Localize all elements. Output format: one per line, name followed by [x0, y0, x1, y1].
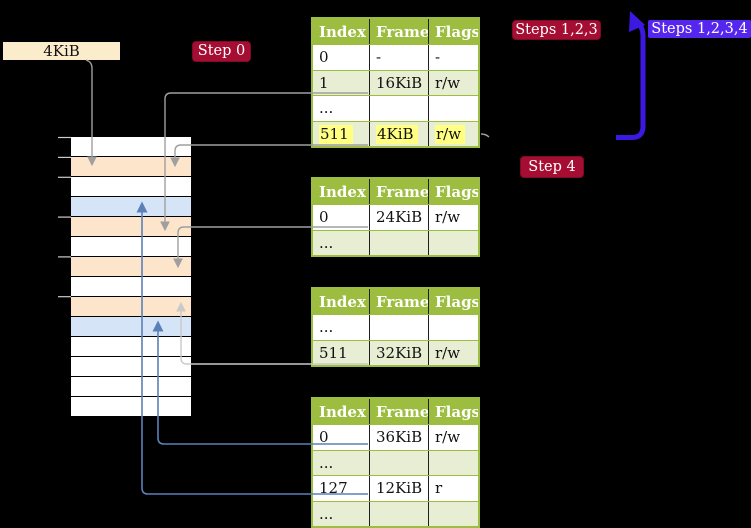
memory-frame-peach [71, 216, 191, 236]
badge-steps-1234-label: Steps 1,2,3,4 [651, 20, 748, 37]
highlighted-value: r/w [435, 124, 466, 144]
cell-index: 0 [313, 45, 370, 70]
cell-frame: 16KiB [370, 70, 429, 95]
cell-frame [370, 501, 429, 526]
cell-flags: r/w [435, 343, 461, 362]
cell-frame: 4KiB [370, 121, 429, 146]
header-index: Index [313, 179, 370, 204]
badge-steps-1234: Steps 1,2,3,4 [648, 20, 751, 38]
memory-frame-blue [71, 196, 191, 216]
cell-index: 1 [313, 70, 370, 95]
header-frame: Frame [370, 399, 429, 424]
cell-index: 511 [313, 340, 370, 365]
memory-frame-peach [71, 156, 191, 176]
cell-index: ... [313, 315, 370, 340]
cell-flags: r/w [435, 428, 461, 446]
memory-frame-white [71, 396, 191, 416]
cell-index: ... [313, 96, 370, 121]
cell-flags [429, 451, 478, 476]
badge-step-4: Step 4 [520, 156, 584, 178]
cell-flags [429, 231, 478, 256]
table-row: 0-- [313, 44, 478, 70]
badge-step-0-label: Step 0 [197, 43, 246, 60]
memory-frame-white [71, 276, 191, 296]
cell-frame: - [370, 45, 429, 70]
cell-flags [429, 96, 478, 121]
header-flags: Flags [435, 403, 478, 421]
header-frame: Frame [370, 179, 429, 204]
table-row: ... [313, 229, 478, 256]
memory-strip [71, 137, 191, 416]
cell-frame: 24KiB [370, 205, 429, 230]
header-flags: Flags [435, 23, 478, 41]
memory-frame-white [71, 356, 191, 376]
cell-index: ... [313, 230, 370, 255]
memory-frame-peach [71, 296, 191, 316]
header-frame: Frame [370, 289, 429, 314]
header-flags: Flags [435, 293, 478, 311]
connector-t1-row511-right-stub [480, 133, 490, 138]
table-row: ... [313, 449, 478, 476]
cell-flags: - [435, 48, 441, 66]
memory-frame-peach [71, 256, 191, 276]
cell-flags: r/w [429, 122, 478, 147]
highlighted-value: 4KiB [376, 124, 418, 144]
cell-frame [370, 230, 429, 255]
cell-flags [429, 315, 478, 340]
badge-steps-123-label: Steps 1,2,3 [515, 21, 598, 38]
cell-index: ... [313, 501, 370, 526]
header-index: Index [313, 19, 370, 44]
highlighted-value: 511 [319, 124, 353, 144]
header-index: Index [313, 399, 370, 424]
memory-frame-blue [71, 316, 191, 336]
memory-frame-white [71, 137, 191, 156]
cell-index: 0 [313, 425, 370, 450]
cell-frame [370, 450, 429, 475]
memory-frame-white [71, 376, 191, 396]
memory-frame-white [71, 236, 191, 256]
cell-flags [429, 502, 478, 527]
cell-index: 0 [313, 205, 370, 230]
cell-index: ... [313, 450, 370, 475]
cell-frame [370, 96, 429, 121]
cell-frame: 32KiB [370, 340, 429, 365]
header-flags: Flags [435, 183, 478, 201]
steps-loop-arrowhead-icon [629, 11, 645, 32]
cell-index: 511 [313, 121, 370, 146]
badge-step-4-label: Step 4 [528, 158, 576, 175]
badge-steps-123: Steps 1,2,3 [512, 20, 601, 40]
page-size-text: 4KiB [43, 42, 80, 60]
steps-loop-arrow [616, 23, 646, 140]
memory-frame-white [71, 336, 191, 356]
table-row: 511 4KiB r/w [313, 120, 478, 147]
cell-flags: r [435, 479, 443, 497]
badge-step-0: Step 0 [192, 41, 251, 62]
header-frame: Frame [370, 19, 429, 44]
header-index: Index [313, 289, 370, 314]
table-row: ... [313, 500, 478, 527]
cell-frame [370, 315, 429, 340]
memory-frame-white [71, 176, 191, 196]
cell-flags: r/w [435, 208, 461, 226]
table-row: ... [313, 314, 478, 340]
cell-flags: r/w [435, 73, 461, 92]
page-size-label: 4KiB [3, 42, 120, 60]
cell-frame: 12KiB [370, 476, 429, 501]
cell-frame: 36KiB [370, 425, 429, 450]
table-row: ... [313, 95, 478, 121]
cell-index: 127 [313, 476, 370, 501]
